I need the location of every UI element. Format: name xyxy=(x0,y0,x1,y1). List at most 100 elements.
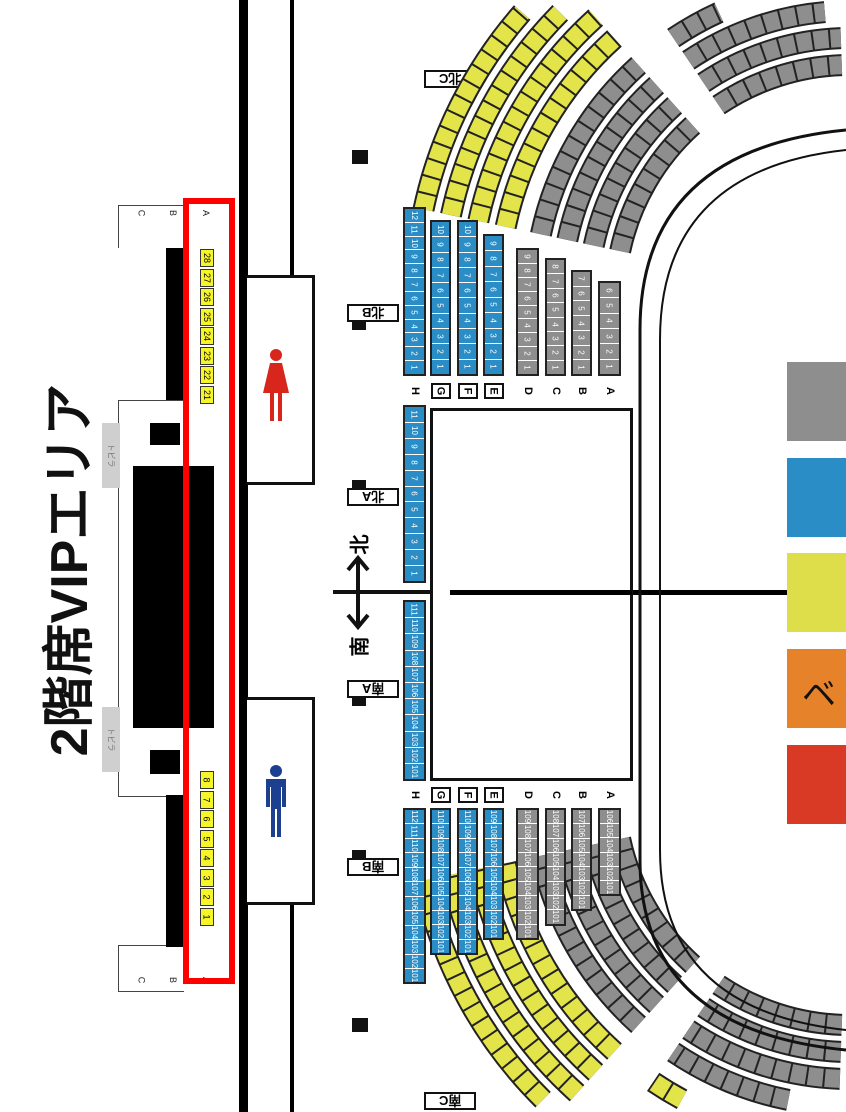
north-c-row-c[interactable] xyxy=(558,78,663,242)
seat[interactable]: 8 xyxy=(459,253,476,268)
seat[interactable]: 101 xyxy=(409,969,419,983)
vip-seat-7[interactable]: 7 xyxy=(200,790,214,809)
seat[interactable]: 2 xyxy=(459,344,476,360)
seat[interactable]: 7 xyxy=(459,268,476,284)
seat[interactable]: 5 xyxy=(518,306,537,320)
seat[interactable]: 102 xyxy=(485,911,502,925)
seat[interactable]: 4 xyxy=(459,314,476,330)
south-c-row-a[interactable] xyxy=(611,836,699,972)
seat[interactable]: 1 xyxy=(435,364,445,370)
seat[interactable]: 109 xyxy=(485,810,502,825)
seat[interactable]: 107 xyxy=(573,810,590,825)
seat[interactable]: 103 xyxy=(432,911,449,926)
seat[interactable]: 105 xyxy=(573,838,590,853)
seat[interactable]: 5 xyxy=(459,298,476,314)
seat[interactable]: 4 xyxy=(432,314,449,330)
seat[interactable]: 5 xyxy=(405,306,424,320)
vip-seat-26[interactable]: 26 xyxy=(200,288,214,306)
seat[interactable]: 8 xyxy=(405,264,424,279)
seat[interactable]: 105 xyxy=(459,882,476,897)
seat[interactable]: 109 xyxy=(405,853,424,868)
vip-seat-5[interactable]: 5 xyxy=(200,829,214,848)
seat[interactable]: 3 xyxy=(547,332,564,347)
seat[interactable]: 102 xyxy=(600,867,619,882)
seat[interactable]: 6 xyxy=(518,292,537,306)
seat[interactable]: 106 xyxy=(405,897,424,912)
seat[interactable]: 1 xyxy=(576,364,586,370)
seat[interactable]: 6 xyxy=(485,282,502,298)
seat[interactable]: 3 xyxy=(432,329,449,345)
seat[interactable]: 7 xyxy=(485,267,502,283)
seat[interactable]: 101 xyxy=(550,910,560,924)
seat[interactable]: 110 xyxy=(459,810,476,825)
seat[interactable]: 102 xyxy=(405,955,424,969)
seat[interactable]: 104 xyxy=(485,882,502,897)
seat[interactable]: 108 xyxy=(459,839,476,854)
seat[interactable]: 108 xyxy=(485,824,502,839)
seat[interactable]: 7 xyxy=(518,278,537,292)
seat[interactable]: 1 xyxy=(522,365,532,370)
seat[interactable]: 5 xyxy=(432,298,449,314)
seat[interactable]: 102 xyxy=(432,925,449,940)
seat[interactable]: 3 xyxy=(405,333,424,348)
seat[interactable]: 7 xyxy=(432,268,449,284)
vip-seat-25[interactable]: 25 xyxy=(200,307,214,326)
seat[interactable]: 106 xyxy=(485,853,502,868)
seat[interactable]: 4 xyxy=(600,314,619,329)
seat[interactable]: 108 xyxy=(518,824,537,839)
seat[interactable]: 103 xyxy=(405,732,424,748)
vip-seat-24[interactable]: 24 xyxy=(200,327,214,345)
vip-seat-8[interactable]: 8 xyxy=(200,771,214,789)
seat[interactable]: 105 xyxy=(485,867,502,882)
seat[interactable]: 6 xyxy=(547,289,564,304)
seat[interactable]: 7 xyxy=(573,272,590,287)
seat[interactable]: 106 xyxy=(518,853,537,868)
seat[interactable]: 2 xyxy=(405,550,424,567)
seat[interactable]: 103 xyxy=(459,911,476,926)
vip-seat-4[interactable]: 4 xyxy=(200,849,214,867)
seat[interactable]: 105 xyxy=(405,699,424,716)
seat[interactable]: 107 xyxy=(405,882,424,897)
seat[interactable]: 10 xyxy=(405,237,424,251)
vip-seat-21[interactable]: 21 xyxy=(200,385,214,404)
south-d-row-b[interactable] xyxy=(698,999,842,1061)
seat[interactable]: 105 xyxy=(405,911,424,926)
seat[interactable]: 2 xyxy=(600,344,619,360)
south-d-row-a[interactable] xyxy=(713,977,843,1034)
seat[interactable]: 103 xyxy=(547,882,564,896)
seat[interactable]: 6 xyxy=(459,283,476,299)
seat[interactable]: 110 xyxy=(432,810,449,825)
seat[interactable]: 104 xyxy=(459,896,476,911)
seat[interactable]: 110 xyxy=(405,839,424,854)
seat[interactable]: 107 xyxy=(485,839,502,854)
vip-seat-3[interactable]: 3 xyxy=(200,868,214,887)
seat[interactable]: 104 xyxy=(405,926,424,941)
vip-seat-6[interactable]: 6 xyxy=(200,810,214,828)
seat[interactable]: 6 xyxy=(573,287,590,302)
north-d-row-c[interactable] xyxy=(683,3,826,68)
seat[interactable]: 101 xyxy=(435,939,445,954)
seat[interactable]: 111 xyxy=(405,824,424,839)
seat[interactable]: 4 xyxy=(405,320,424,334)
north-d-row-b[interactable] xyxy=(698,29,842,91)
seat[interactable]: 104 xyxy=(405,715,424,732)
seat[interactable]: 7 xyxy=(405,278,424,292)
north-c-row-f[interactable] xyxy=(469,10,602,223)
seat[interactable]: 105 xyxy=(547,853,564,868)
seat[interactable]: 9 xyxy=(459,237,476,253)
north-d-row-a[interactable] xyxy=(713,56,843,113)
seat[interactable]: 2 xyxy=(573,346,590,361)
seat[interactable]: 3 xyxy=(485,329,502,345)
seat[interactable]: 8 xyxy=(432,253,449,268)
seat[interactable]: 8 xyxy=(485,251,502,267)
north-c-row-a[interactable] xyxy=(611,118,699,254)
seat[interactable]: 6 xyxy=(405,292,424,306)
seat[interactable]: 11 xyxy=(405,223,424,237)
seat[interactable]: 4 xyxy=(405,518,424,535)
seat[interactable]: 3 xyxy=(518,333,537,348)
seat[interactable]: 8 xyxy=(518,264,537,278)
seat[interactable]: 5 xyxy=(547,303,564,318)
seat[interactable]: 1 xyxy=(488,364,498,369)
south-d-row-d[interactable] xyxy=(668,1044,791,1109)
seat[interactable]: 110 xyxy=(405,618,424,635)
